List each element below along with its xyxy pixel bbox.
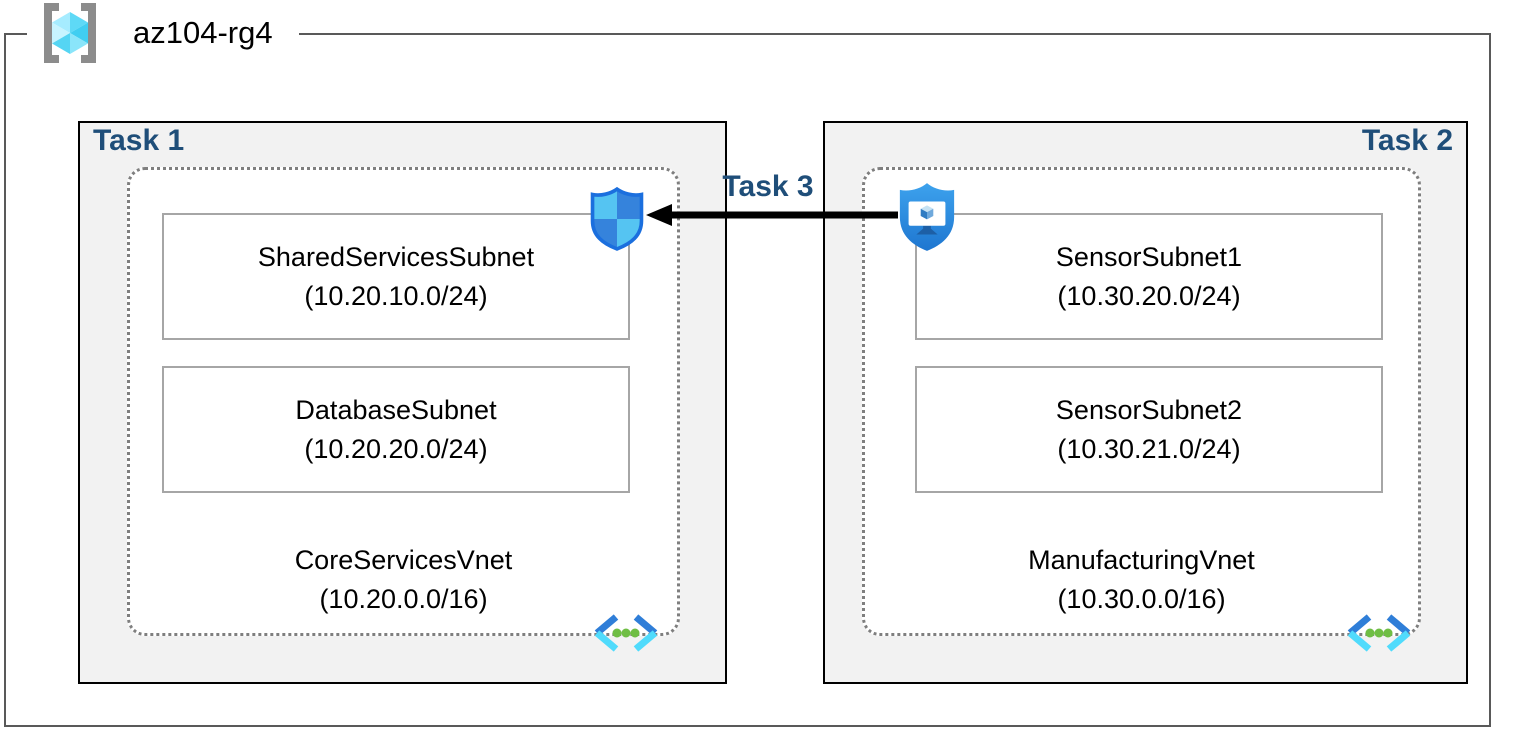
subnet-cidr: (10.30.21.0/24) [1057,433,1241,464]
manufacturing-vnet-label: ManufacturingVnet (10.30.0.0/16) [862,541,1421,619]
subnet-name: DatabaseSubnet [295,394,497,425]
vnet-cidr: (10.20.0.0/16) [319,584,488,614]
subnet-cidr: (10.20.20.0/24) [304,433,488,464]
shared-services-subnet-box: SharedServicesSubnet (10.20.10.0/24) [162,213,630,340]
core-services-vnet-label: CoreServicesVnet (10.20.0.0/16) [127,541,680,619]
subnet-cidr: (10.20.10.0/24) [304,280,488,311]
virtual-network-icon [1343,612,1415,654]
sensor-subnet1-box: SensorSubnet1 (10.30.20.0/24) [915,213,1383,340]
task3-arrow [644,195,900,235]
vnet-name: CoreServicesVnet [294,545,513,575]
resource-group-icon [38,3,102,63]
subnet-name: SensorSubnet2 [1055,394,1243,425]
database-subnet-box: DatabaseSubnet (10.20.20.0/24) [162,366,630,493]
network-security-group-shield-icon [588,186,646,252]
subnet-cidr: (10.30.20.0/24) [1057,280,1241,311]
virtual-network-icon [590,612,662,654]
task1-label: Task 1 [93,124,185,157]
sensor-subnet2-box: SensorSubnet2 (10.30.21.0/24) [915,366,1383,493]
resource-group-frame [4,33,1491,727]
task2-label: Task 2 [1361,124,1453,157]
vnet-name: ManufacturingVnet [1028,545,1255,575]
vnet-cidr: (10.30.0.0/16) [1057,584,1226,614]
subnet-name: SharedServicesSubnet [257,241,535,272]
subnet-name: SensorSubnet1 [1055,241,1243,272]
bastion-shield-icon [896,180,958,254]
task3-label: Task 3 [722,170,814,203]
resource-group-name: az104-rg4 [133,15,273,50]
